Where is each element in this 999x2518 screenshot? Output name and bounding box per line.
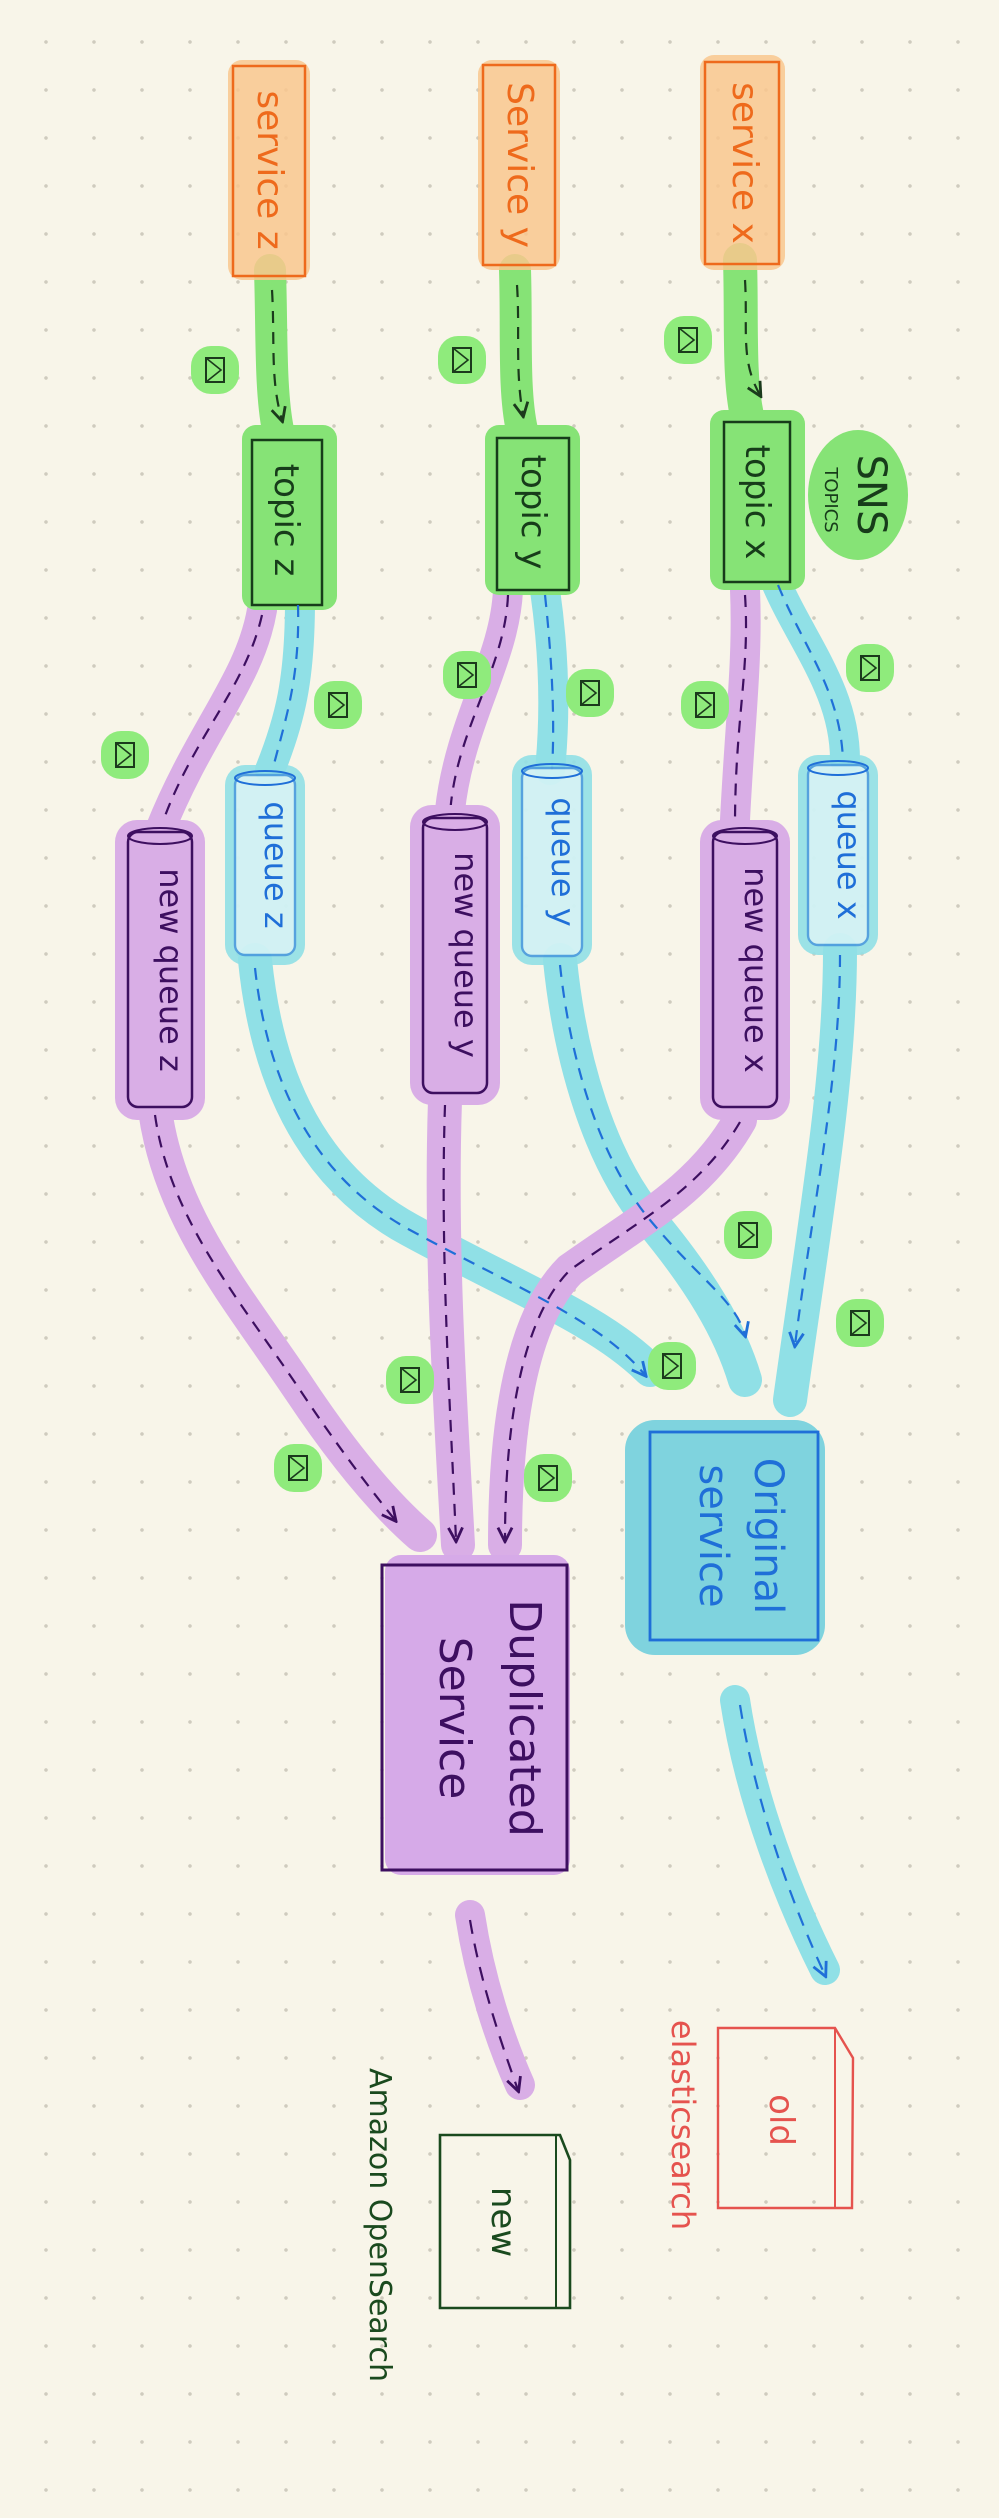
service-to-topic-arrows xyxy=(272,279,760,420)
glow-new-queue-z-duplicated xyxy=(138,1093,437,1552)
topic-z-label: topic z xyxy=(266,464,306,577)
queue-y-node: queue y xyxy=(512,755,592,965)
service-x-label: service x xyxy=(724,82,765,244)
original-service-line1: Original xyxy=(745,1458,791,1615)
queue-z-node: queue z xyxy=(225,765,305,965)
topic-to-queue-arrows xyxy=(158,584,845,831)
service-y-label: Service y xyxy=(499,82,540,248)
envelope-icon xyxy=(648,1342,696,1390)
new-db-box xyxy=(438,2133,572,2310)
queue-to-original-arrows xyxy=(253,954,842,1375)
duplicated-service-node: Duplicated Service xyxy=(380,1555,570,1875)
arrow-topic-y-new-queue-y xyxy=(448,594,510,816)
arrow-service-x-topic-x xyxy=(743,279,760,395)
arrow-new-queue-x-duplicated xyxy=(505,1121,741,1540)
glow-topic-z-queue-z xyxy=(255,585,315,785)
new-db-label: new xyxy=(483,2187,523,2257)
arrow-topic-x-new-queue-x xyxy=(733,594,748,826)
envelope-icon xyxy=(438,336,486,384)
arrow-new-queue-y-duplicated xyxy=(442,1104,456,1540)
topic-y-label: topic y xyxy=(513,455,553,570)
envelope-icon xyxy=(386,1356,434,1404)
envelope-icon xyxy=(274,1444,322,1492)
service-x-node: service x xyxy=(700,55,785,270)
arrow-service-z-topic-z xyxy=(272,289,282,420)
envelope-icon xyxy=(664,316,712,364)
new-queue-x-label: new queue x xyxy=(737,867,775,1073)
arrow-topic-z-new-queue-z xyxy=(158,614,264,831)
glow-topic-x-new-queue-x xyxy=(720,575,761,835)
queue-z-label: queue z xyxy=(257,801,295,928)
queue-y-label: queue y xyxy=(544,797,582,926)
arrow-topic-z-queue-z xyxy=(270,604,300,773)
duplicated-service-line2: Service xyxy=(429,1637,480,1800)
amazon-opensearch-caption: Amazon OpenSearch xyxy=(362,2068,397,2382)
glow-topic-y-new-queue-y xyxy=(435,575,523,825)
topic-x-node: topic x xyxy=(710,410,805,590)
service-z-node: service z xyxy=(228,60,310,280)
arrow-queue-y-original xyxy=(558,964,745,1335)
envelope-icon xyxy=(681,681,729,729)
envelope-icon xyxy=(191,346,239,394)
envelope-icon xyxy=(101,731,149,779)
queue-x-node: queue x xyxy=(798,755,878,955)
arrow-new-queue-z-duplicated xyxy=(153,1114,395,1520)
envelope-icon xyxy=(836,1299,884,1347)
old-db-box xyxy=(716,2026,855,2210)
arrow-topic-x-queue-x xyxy=(776,584,845,761)
glow-service-x-topic-x xyxy=(723,243,765,437)
elasticsearch-caption: elasticsearch xyxy=(664,2020,702,2230)
new-queue-x-node: new queue x xyxy=(700,820,790,1120)
sns-label: SNS xyxy=(848,455,894,536)
envelope-icon xyxy=(566,669,614,717)
old-db-label: old xyxy=(761,2094,801,2146)
glow-duplicated-new-db xyxy=(455,1900,535,2100)
topic-y-node: topic y xyxy=(485,425,580,595)
envelope-icon xyxy=(524,1454,572,1502)
sns-topics-label-group: SNS TOPICS xyxy=(808,430,908,560)
new-queue-z-node: new queue z xyxy=(115,820,205,1120)
topic-z-node: topic z xyxy=(242,425,337,610)
arrow-queue-z-original xyxy=(253,967,645,1375)
arrow-service-y-topic-y xyxy=(517,284,523,415)
arrow-topic-y-queue-y xyxy=(543,594,555,771)
service-z-label: service z xyxy=(249,90,290,249)
original-service-line2: service xyxy=(690,1464,736,1607)
sns-topics-sublabel: TOPICS xyxy=(820,466,841,532)
message-badges xyxy=(101,316,894,1502)
envelope-icon xyxy=(314,681,362,729)
original-service-node: Original service xyxy=(625,1420,825,1655)
duplicated-service-line1: Duplicated xyxy=(499,1599,550,1837)
queues: queue z queue y queue x xyxy=(225,755,878,965)
arrow-original-old-db xyxy=(738,1704,825,1975)
envelope-icon xyxy=(724,1211,772,1259)
new-opensearch-db: new Amazon OpenSearch xyxy=(362,2068,572,2382)
new-queue-y-node: new queue y xyxy=(410,805,500,1105)
services: service z Service y service x xyxy=(228,55,785,280)
glow-topic-x-queue-x xyxy=(760,565,860,775)
new-queues: new queue z new queue y new queue x xyxy=(115,805,790,1120)
old-elasticsearch-db: old elasticsearch xyxy=(664,2020,855,2230)
new-queue-to-duplicated-arrows xyxy=(153,1104,741,1540)
topic-x-label: topic x xyxy=(737,445,777,560)
queue-x-label: queue x xyxy=(830,790,868,919)
new-queue-y-label: new queue y xyxy=(447,852,485,1058)
topics: topic z topic y topic x SNS TOPICS xyxy=(242,410,908,610)
arrow-queue-x-original xyxy=(795,954,842,1345)
envelope-icon xyxy=(443,651,491,699)
service-y-node: Service y xyxy=(478,60,560,270)
glow-original-old-db xyxy=(720,1685,840,1985)
new-queue-z-label: new queue z xyxy=(152,868,190,1072)
envelope-icon xyxy=(846,644,894,692)
db-arrows xyxy=(468,1704,825,2090)
arrow-duplicated-new-db xyxy=(468,1919,518,2090)
